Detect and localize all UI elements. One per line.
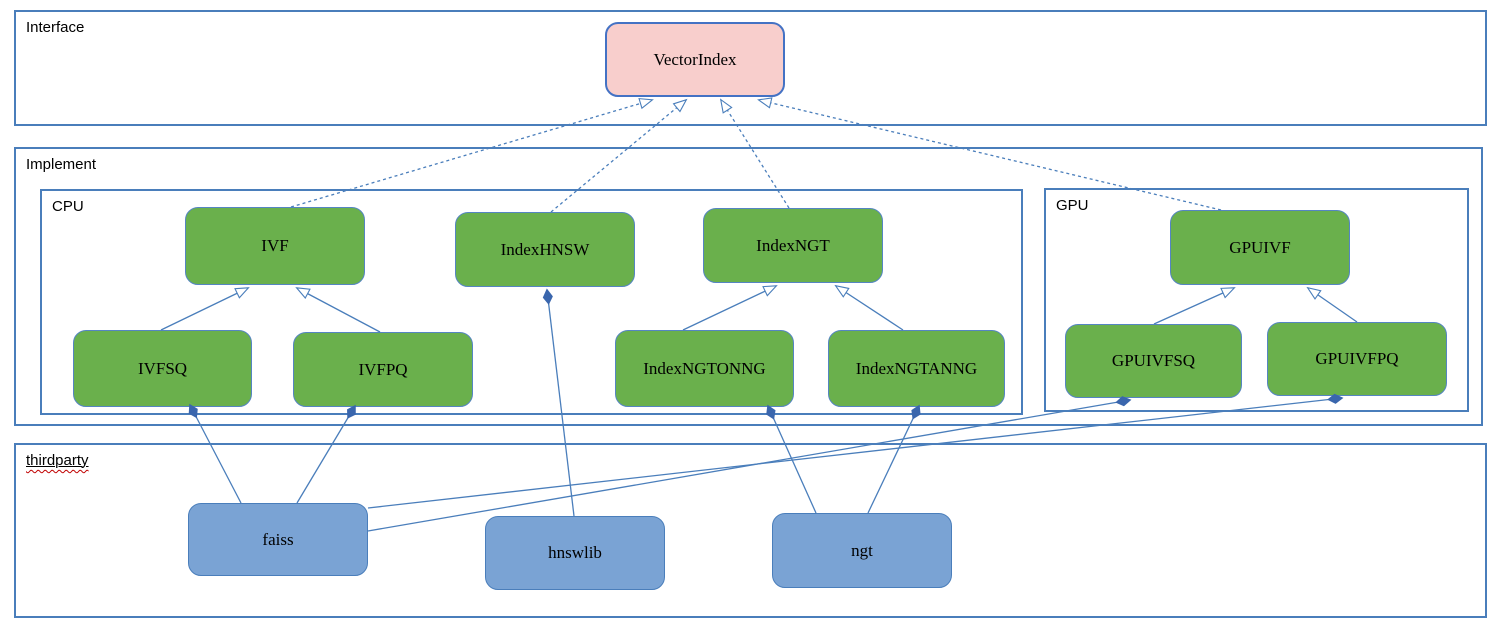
- node-gpuivf-label: GPUIVF: [1229, 237, 1291, 257]
- node-vectorindex: VectorIndex: [605, 22, 785, 97]
- container-thirdparty-label: thirdparty: [26, 452, 89, 469]
- node-indexngt-label: IndexNGT: [756, 235, 830, 255]
- node-indexngtonng-label: IndexNGTONNG: [643, 358, 766, 378]
- node-indexhnsw-label: IndexHNSW: [500, 239, 590, 259]
- node-faiss: faiss: [188, 503, 368, 576]
- container-cpu-label: CPU: [52, 198, 84, 215]
- node-indexngt: IndexNGT: [703, 208, 883, 283]
- node-indexhnsw: IndexHNSW: [455, 212, 635, 287]
- node-indexngtonng: IndexNGTONNG: [615, 330, 794, 407]
- node-vectorindex-label: VectorIndex: [653, 49, 737, 69]
- node-ngt: ngt: [772, 513, 952, 588]
- node-faiss-label: faiss: [262, 529, 294, 549]
- node-gpuivfpq-label: GPUIVFPQ: [1315, 349, 1399, 368]
- node-ivfpq-label: IVFPQ: [358, 359, 408, 379]
- node-ivfpq: IVFPQ: [293, 332, 473, 407]
- node-gpuivf: GPUIVF: [1170, 210, 1350, 285]
- container-interface-label: Interface: [26, 19, 85, 36]
- node-gpuivfsq-label: GPUIVFSQ: [1111, 351, 1196, 370]
- node-gpuivfpq: GPUIVFPQ: [1267, 322, 1447, 396]
- node-ngt-label: ngt: [851, 540, 873, 560]
- node-indexngtanng-label: IndexNGTANNG: [855, 358, 978, 378]
- container-thirdparty-label-text: thirdparty: [26, 452, 89, 469]
- node-ivf-label: IVF: [261, 236, 289, 255]
- container-gpu-label: GPU: [1056, 197, 1089, 214]
- container-implement-label: Implement: [26, 156, 97, 173]
- node-ivfsq: IVFSQ: [73, 330, 252, 407]
- node-gpuivfsq: GPUIVFSQ: [1065, 324, 1242, 398]
- node-hnswlib-label: hnswlib: [548, 543, 602, 562]
- node-indexngtanng: IndexNGTANNG: [828, 330, 1005, 407]
- node-ivf: IVF: [185, 207, 365, 285]
- node-hnswlib: hnswlib: [485, 516, 665, 590]
- node-ivfsq-label: IVFSQ: [137, 358, 188, 378]
